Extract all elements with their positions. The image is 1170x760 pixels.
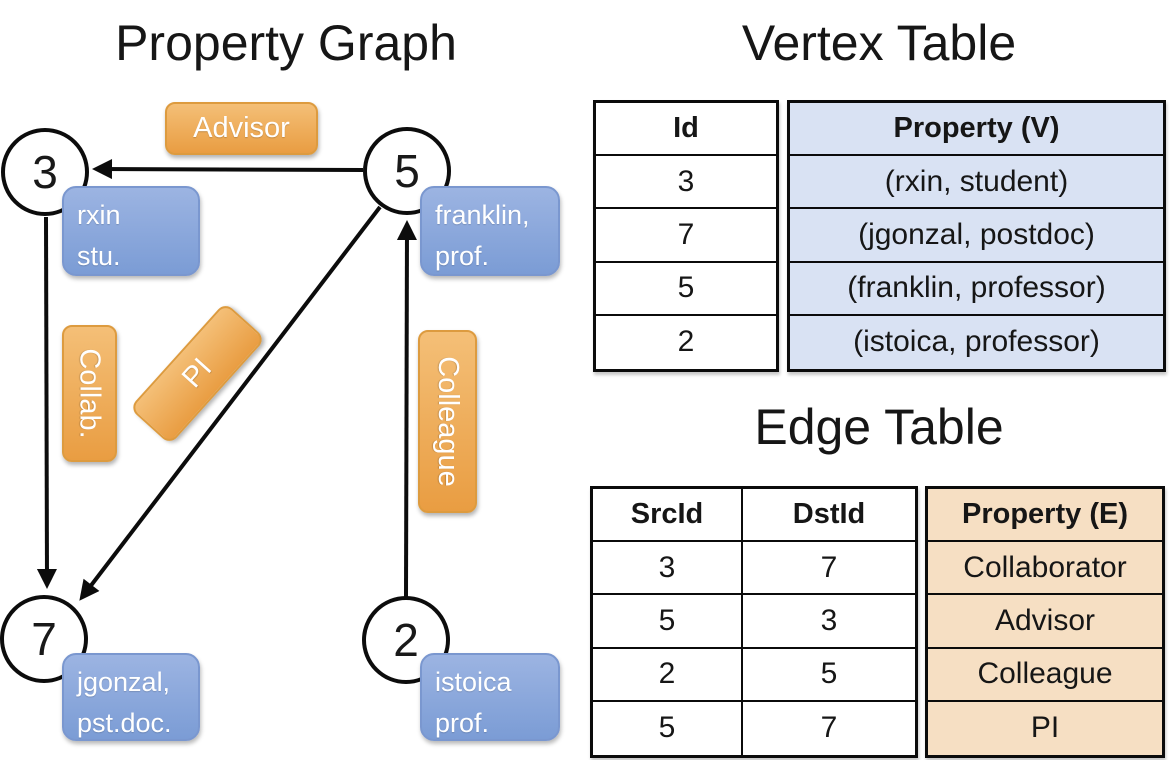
vertex-property-label-7: jgonzal, pst.doc. xyxy=(62,653,200,741)
label-line: prof. xyxy=(435,240,490,271)
edge-label-colleague: Colleague xyxy=(418,330,477,513)
label-line: stu. xyxy=(77,240,121,271)
table-cell: (rxin, student) xyxy=(790,156,1163,210)
table-cell: 3 xyxy=(743,595,915,649)
edge-colleague-2-to-5 xyxy=(396,220,417,598)
table-cell: 2 xyxy=(677,325,695,359)
edge-label-collaborator: Collab. xyxy=(62,325,117,462)
label-line: istoica xyxy=(435,667,512,697)
vertex-node-5: 5 xyxy=(363,127,451,215)
label-line: jgonzal, xyxy=(77,667,171,697)
table-cell: 3 xyxy=(593,542,743,596)
edge-advisor-5-to-3 xyxy=(92,159,364,180)
table-cell: 7 xyxy=(820,711,838,745)
table-cell: 2 xyxy=(593,648,743,702)
edge-table-property-column: Property (E) Collaborator Advisor Collea… xyxy=(925,486,1165,758)
edge-label-advisor: Advisor xyxy=(165,102,318,155)
table-cell: 5 xyxy=(743,649,915,702)
table-cell: (istoica, professor) xyxy=(853,325,1100,359)
node-id: 2 xyxy=(393,614,419,666)
label-line: rxin xyxy=(77,200,121,230)
edge-label-pi: PI xyxy=(129,301,266,446)
table-cell: Colleague xyxy=(928,649,1162,702)
edge-table-header-property: Property (E) xyxy=(928,489,1162,543)
vertex-node-3: 3 xyxy=(1,128,89,216)
edge-table-header-srcid: SrcId xyxy=(593,489,743,543)
label-line: franklin, xyxy=(435,200,530,230)
table-cell: (jgonzal, postdoc) xyxy=(790,209,1163,263)
table-cell: 7 xyxy=(596,209,776,263)
edge-table-title: Edge Table xyxy=(754,399,1004,455)
table-cell: 5 xyxy=(593,701,743,755)
edge-label-text: Colleague xyxy=(432,356,465,487)
vertex-table-header-property: Property (V) xyxy=(790,103,1163,157)
table-cell: PI xyxy=(1030,711,1060,745)
vertex-property-label-2: istoica prof. xyxy=(420,653,560,741)
edge-table-src-dst-columns: SrcId DstId 3 7 5 3 2 5 5 7 xyxy=(590,486,918,758)
node-id: 5 xyxy=(394,145,420,197)
label-line: prof. xyxy=(435,707,490,738)
edge-table-header-dstid: DstId xyxy=(743,489,915,543)
vertex-table-header-id: Id xyxy=(596,103,776,157)
edge-collaborator-3-to-7 xyxy=(36,216,57,589)
table-cell: 5 xyxy=(596,263,776,316)
table-cell: 3 xyxy=(596,156,776,210)
vertex-table-property-column: Property (V) (rxin, student) (jgonzal, p… xyxy=(787,100,1166,372)
vertex-table-id-column: Id 3 7 5 2 xyxy=(593,100,779,372)
table-cell: (franklin, professor) xyxy=(790,263,1163,316)
edge-label-text: Collab. xyxy=(74,348,106,439)
table-cell: 7 xyxy=(743,542,915,596)
edge-label-text: PI xyxy=(176,352,219,395)
label-line: pst.doc. xyxy=(77,707,172,738)
table-cell: Advisor xyxy=(928,595,1162,649)
edge-label-text: Advisor xyxy=(193,112,290,144)
table-cell: 5 xyxy=(593,595,743,649)
vertex-property-label-5: franklin, prof. xyxy=(420,186,560,276)
table-cell: Collaborator xyxy=(928,542,1162,596)
node-id: 7 xyxy=(31,613,57,665)
vertex-table-title: Vertex Table xyxy=(741,15,1017,71)
property-graph-title: Property Graph xyxy=(115,15,457,71)
node-id: 3 xyxy=(32,146,58,198)
vertex-property-label-3: rxin stu. xyxy=(62,186,200,276)
